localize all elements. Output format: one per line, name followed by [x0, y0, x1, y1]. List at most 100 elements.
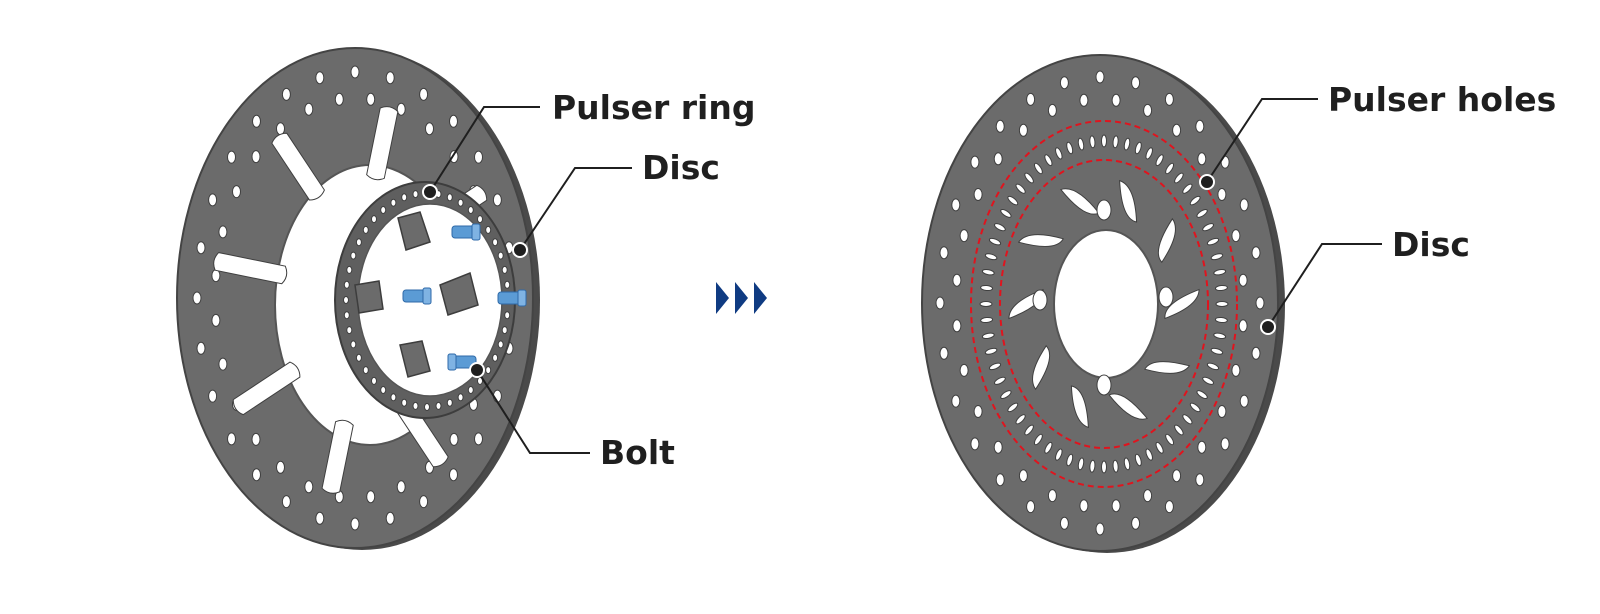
right-disc-leader-line: [1267, 243, 1382, 328]
disc-hole: [970, 437, 980, 451]
disc-hole: [1018, 123, 1028, 137]
disc-hole: [227, 150, 236, 164]
pulser-hole: [1007, 195, 1019, 206]
pulser-hole: [1189, 195, 1201, 206]
pulser-hole: [1077, 137, 1085, 151]
disc-hole: [1131, 76, 1141, 90]
bolt-label: Bolt: [600, 433, 675, 472]
pulser-hole: [1196, 390, 1208, 400]
pulser-hole: [1202, 376, 1215, 385]
disc-hole: [952, 319, 962, 333]
disc-hole: [449, 114, 458, 128]
right-disc-swept-slots: [1008, 179, 1200, 429]
left-disc-outer-holes: [192, 65, 518, 531]
disc-slot: [232, 361, 301, 416]
pulser-hole: [1196, 208, 1208, 218]
pulser-ring-hole: [501, 265, 508, 274]
bolt: [451, 223, 481, 241]
pulser-ring-hole: [435, 401, 442, 410]
disc-hole: [1059, 516, 1069, 530]
pulser-ring-marker-dot: [422, 184, 438, 200]
disc-hole: [1026, 500, 1036, 514]
pulser-hole: [1033, 433, 1043, 446]
disc-hole: [396, 480, 406, 494]
swept-slot: [1144, 361, 1191, 374]
pulser-hole: [1155, 154, 1164, 167]
disc-hole: [1231, 363, 1241, 377]
disc-hole: [1197, 152, 1207, 166]
disc-hole: [419, 495, 429, 509]
pulser-hole: [993, 223, 1006, 232]
disc-hole: [1217, 188, 1227, 201]
pulser-hole: [981, 332, 995, 340]
pulser-ring-hole: [485, 225, 492, 234]
pulser-ring-hole: [501, 326, 508, 335]
pulser-ring-hole: [401, 398, 408, 407]
pulser-hole: [1033, 162, 1043, 175]
disc-hole: [1239, 198, 1249, 212]
disc-hole: [350, 65, 360, 79]
pulser-hole: [1134, 453, 1142, 467]
right-leader-lines: [1206, 98, 1382, 328]
pulser-ring-hole: [477, 215, 483, 224]
disc-hole: [935, 296, 945, 310]
pulser-holes-label: Pulser holes: [1328, 80, 1557, 119]
mount-hole: [1032, 289, 1048, 311]
pulser-hole: [1214, 316, 1228, 324]
disc-hole: [1238, 273, 1248, 287]
disc-hole: [1047, 489, 1057, 503]
pulser-hole: [1000, 208, 1012, 218]
disc-hole: [449, 468, 458, 482]
pulser-ring-hole: [504, 280, 511, 289]
disc-hole: [449, 150, 459, 164]
disc-hole: [1079, 499, 1089, 513]
pulser-ring-hole: [485, 366, 492, 375]
disc-hole: [208, 389, 218, 403]
pulser-ring-hole: [371, 376, 377, 385]
disc-hole: [952, 273, 962, 287]
pulser-hole: [980, 284, 994, 292]
disc-hole: [1255, 296, 1265, 310]
disc-hole: [1111, 93, 1121, 107]
pulser-ring-hole: [346, 265, 353, 274]
disc-hole: [1059, 76, 1069, 90]
pulser-ring-part: [334, 181, 516, 419]
pulser-ring-label: Pulser ring: [552, 88, 756, 127]
pulser-hole: [1024, 424, 1034, 436]
pulser-hole: [1189, 402, 1201, 413]
pulser-hole: [1007, 402, 1019, 413]
pulser-hole: [1213, 332, 1227, 340]
pulser-hole: [1055, 147, 1063, 160]
pulser-hole: [1066, 453, 1074, 467]
swept-slot: [1108, 393, 1148, 420]
left-disc-marker-dot: [512, 242, 528, 258]
disc-hole: [1217, 405, 1227, 418]
pulser-ring-hole: [343, 296, 349, 304]
disc-hole: [304, 102, 314, 116]
pulser-ring-hole: [380, 386, 387, 394]
disc-hole: [1220, 437, 1230, 451]
pulser-hole: [1182, 183, 1193, 194]
mount-hole: [1096, 199, 1112, 221]
pulser-hole: [1155, 441, 1164, 454]
pulser-ring-hole: [497, 340, 504, 349]
pulser-ring-hole: [350, 340, 357, 349]
disc-with-pulser-ring-assembly: [176, 47, 632, 550]
bolt: [497, 289, 527, 307]
disc-hole: [1143, 103, 1153, 117]
pulser-hole: [1112, 459, 1119, 473]
swept-slot: [1164, 288, 1200, 320]
pulser-hole: [1015, 183, 1026, 194]
pulser-hole: [984, 347, 998, 355]
pulser-ring-hole: [390, 198, 397, 207]
disc-hole: [1251, 346, 1261, 360]
disc-hole: [959, 229, 969, 243]
disc-hole: [973, 405, 983, 418]
disc-hole: [232, 185, 241, 199]
pulser-ring-hole: [343, 311, 350, 320]
disc-hole: [281, 495, 291, 509]
disc-hole: [1239, 394, 1249, 408]
disc-slot: [271, 132, 325, 201]
pulser-ring-hole: [362, 366, 369, 375]
pulser-hole: [1145, 448, 1153, 461]
